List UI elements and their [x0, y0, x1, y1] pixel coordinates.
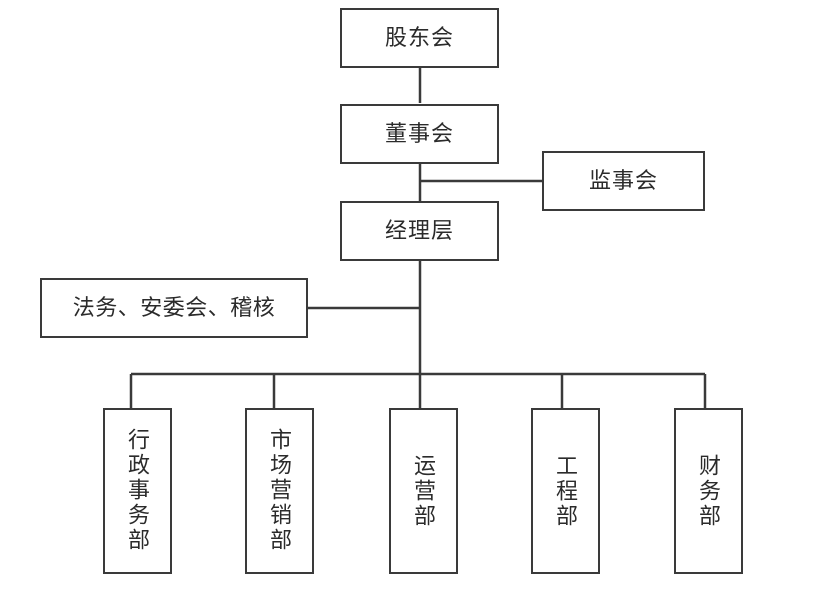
node-department-marketing-label: 市场营销部	[267, 428, 293, 553]
node-board-of-supervisors[interactable]: 监事会	[542, 151, 705, 211]
node-shareholders-label: 股东会	[384, 25, 454, 51]
node-department-finance[interactable]: 财务部	[674, 408, 743, 574]
node-legal-safety-audit-label: 法务、安委会、稽核	[72, 295, 276, 321]
node-department-engineering-label: 工程部	[553, 453, 579, 529]
node-department-engineering[interactable]: 工程部	[531, 408, 600, 574]
node-legal-safety-audit[interactable]: 法务、安委会、稽核	[40, 278, 308, 338]
node-department-operations-label: 运营部	[411, 453, 437, 529]
node-management[interactable]: 经理层	[340, 201, 499, 261]
node-department-finance-label: 财务部	[696, 453, 722, 529]
node-board-of-supervisors-label: 监事会	[588, 168, 658, 194]
node-department-administration-label: 行政事务部	[125, 428, 151, 553]
node-shareholders[interactable]: 股东会	[340, 8, 499, 68]
node-board-of-directors-label: 董事会	[384, 121, 454, 147]
node-management-label: 经理层	[384, 218, 454, 244]
node-department-marketing[interactable]: 市场营销部	[245, 408, 314, 574]
node-department-operations[interactable]: 运营部	[389, 408, 458, 574]
node-board-of-directors[interactable]: 董事会	[340, 104, 499, 164]
node-department-administration[interactable]: 行政事务部	[103, 408, 172, 574]
